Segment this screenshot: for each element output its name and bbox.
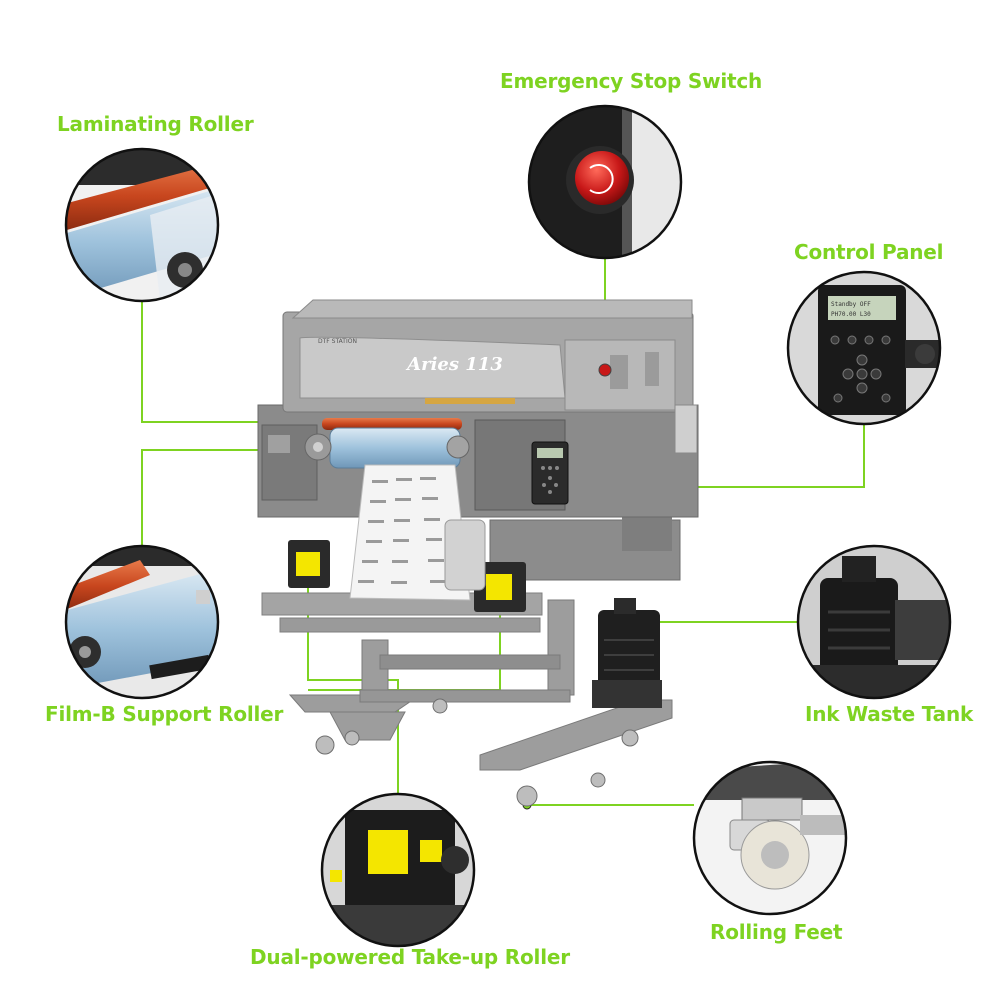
estop-button-icon — [575, 151, 629, 205]
machine-roller-assembly — [304, 418, 470, 469]
machine-estop — [598, 363, 612, 377]
machine-body: Aries 113 DTF STATION — [257, 299, 699, 518]
machine-control-panel — [531, 441, 569, 505]
printed-film-sheet — [349, 464, 471, 601]
label-emergency-stop: Emergency Stop Switch — [500, 69, 763, 93]
detail-filmb-support — [64, 544, 220, 700]
printer-machine: Aries 113 DTF STATION — [257, 299, 699, 807]
label-dual-takeup: Dual-powered Take-up Roller — [250, 945, 570, 969]
machine-stand — [288, 599, 673, 771]
label-film-b-support: Film-B Support Roller — [45, 702, 284, 726]
machine-ink-waste-tank — [592, 598, 662, 708]
detail-ink-waste-tank — [796, 544, 952, 700]
label-laminating-roller: Laminating Roller — [57, 112, 254, 136]
label-control-panel: Control Panel — [794, 240, 944, 264]
panel-display-line1: Standby OFF — [831, 301, 871, 308]
detail-dual-takeup — [320, 792, 476, 948]
machine-takeup-motors — [288, 519, 526, 612]
detail-emergency-stop — [527, 104, 683, 260]
machine-casters — [315, 698, 639, 807]
printer-model-label: Aries 113 — [405, 354, 503, 375]
detail-laminating-roller — [64, 147, 220, 303]
label-rolling-feet: Rolling Feet — [710, 920, 843, 944]
printer-brand-label: DTF STATION — [318, 338, 357, 345]
detail-control-panel: Standby OFF PH70.00 L30 — [786, 270, 942, 426]
label-ink-waste-tank: Ink Waste Tank — [805, 702, 974, 726]
panel-display-line2: PH70.00 L30 — [831, 311, 871, 318]
detail-rolling-feet — [692, 760, 848, 916]
